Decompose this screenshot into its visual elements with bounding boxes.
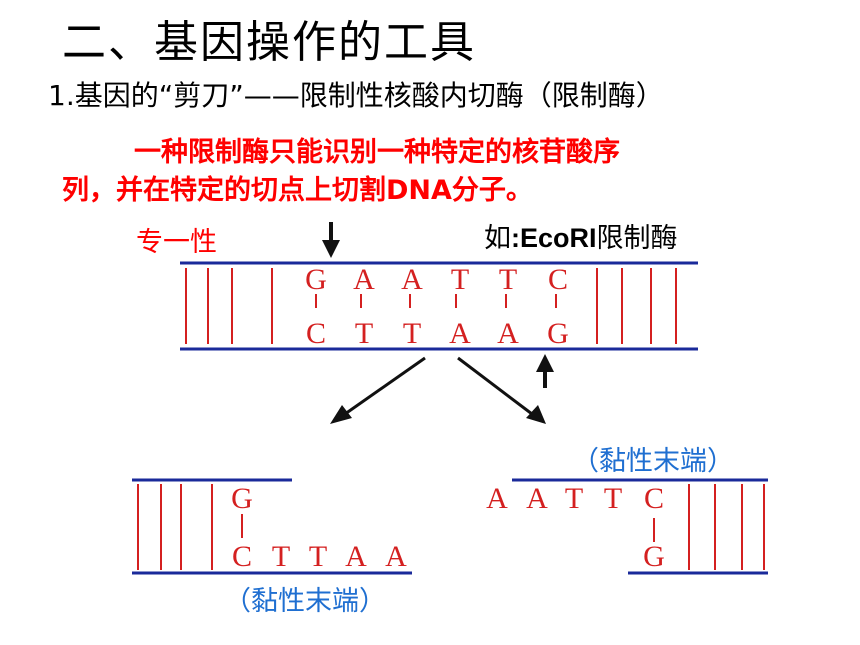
left-sticky-end-label: （黏性末端） xyxy=(224,586,386,617)
base-a: A xyxy=(486,482,508,515)
description-line-1: 一种限制酶只能识别一种特定的核苷酸序 xyxy=(134,137,620,168)
description-line-2: 列，并在特定的切点上切割DNA分子。 xyxy=(62,175,533,206)
base-a: A xyxy=(449,317,471,350)
base-t: T xyxy=(499,263,517,296)
base-t: T xyxy=(272,540,290,573)
split-arrow-left xyxy=(330,356,426,424)
top-cut-arrow xyxy=(322,222,340,258)
base-a: A xyxy=(526,482,548,515)
base-g: G xyxy=(547,317,569,350)
base-c: C xyxy=(232,540,252,573)
bottom-cut-arrow xyxy=(536,354,554,388)
base-a: A xyxy=(353,263,375,296)
split-arrow-right xyxy=(457,356,546,424)
base-t: T xyxy=(403,317,421,350)
section-subtitle: 1.基因的“剪刀”——限制性核酸内切酶（限制酶） xyxy=(48,79,664,112)
base-t: T xyxy=(451,263,469,296)
right-sticky-end-label: （黏性末端） xyxy=(572,446,734,477)
base-a: A xyxy=(385,540,407,573)
base-a: A xyxy=(401,263,423,296)
base-g: G xyxy=(643,540,665,573)
base-t: T xyxy=(355,317,373,350)
example-prefix: 如 xyxy=(484,223,511,254)
base-g: G xyxy=(305,263,327,296)
enzyme-name: :EcoRI xyxy=(511,223,597,253)
base-t: T xyxy=(604,482,622,515)
base-c: C xyxy=(306,317,326,350)
base-t: T xyxy=(565,482,583,515)
base-t: T xyxy=(309,540,327,573)
base-a: A xyxy=(345,540,367,573)
base-g: G xyxy=(231,482,253,515)
base-c: C xyxy=(644,482,664,515)
example-label: 如:EcoRI限制酶 xyxy=(484,216,678,255)
base-a: A xyxy=(497,317,519,350)
base-c: C xyxy=(548,263,568,296)
specificity-label: 专一性 xyxy=(136,227,217,258)
example-suffix: 限制酶 xyxy=(596,223,678,254)
page-title: 二、基因操作的工具 xyxy=(62,17,476,68)
